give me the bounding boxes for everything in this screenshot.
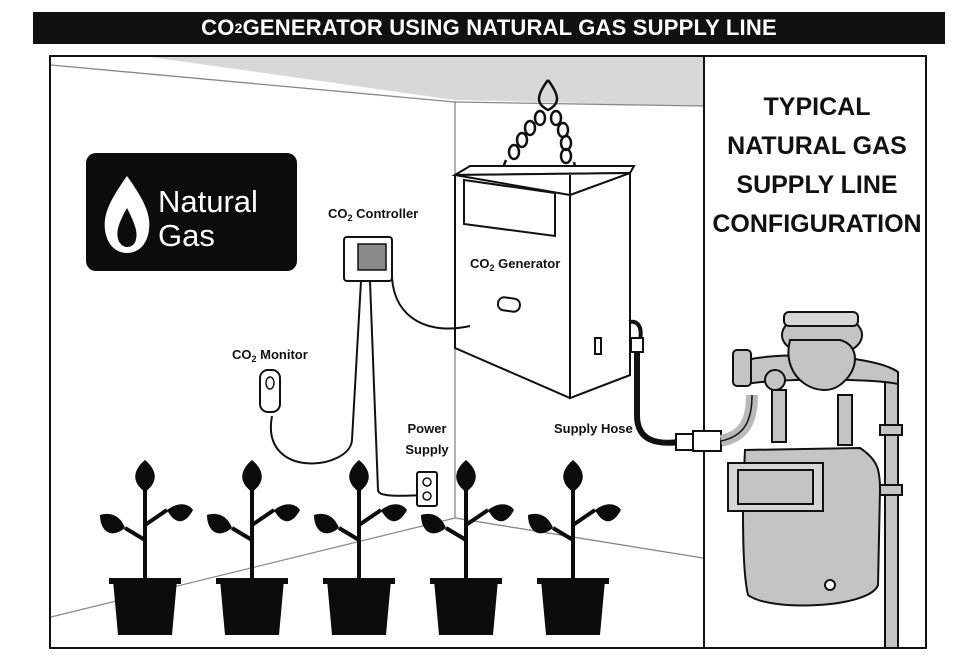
monitor-cable: [269, 280, 362, 465]
plant-4: [421, 460, 514, 635]
co2-controller: [343, 236, 393, 282]
side-title-line3: SUPPLY LINE: [736, 171, 898, 199]
controller-cable: [391, 277, 471, 330]
co2-monitor: [259, 369, 281, 413]
power-label-line1: Power: [407, 421, 446, 436]
plant-3: [314, 460, 407, 635]
power-label-line2: Supply: [405, 442, 449, 457]
controller-label: CO2 Controller: [328, 206, 418, 223]
plant-1: [100, 460, 193, 635]
side-title-line4: CONFIGURATION: [712, 210, 922, 238]
controller-power-cord: [369, 280, 426, 497]
natural-gas-text: Natural Gas: [158, 185, 258, 253]
badge-line2: Gas: [158, 218, 215, 253]
title-subscript: 2: [234, 20, 243, 36]
plant-icon: [100, 460, 193, 635]
scene-frame: [49, 55, 927, 649]
side-panel-title: TYPICAL NATURAL GAS SUPPLY LINE CONFIGUR…: [712, 88, 922, 244]
title-prefix: CO: [201, 15, 235, 40]
supply-hose-label: Supply Hose: [554, 421, 633, 436]
supply-hose: [628, 319, 758, 452]
plant-5: [528, 460, 621, 635]
title-rest: GENERATOR USING NATURAL GAS SUPPLY LINE: [242, 15, 777, 40]
badge-line1: Natural: [158, 184, 258, 219]
co2-generator: [451, 165, 636, 400]
gas-meter-icon: [727, 311, 903, 649]
floor-edge-right: [454, 517, 704, 559]
side-title-line2: NATURAL GAS: [727, 132, 907, 160]
plant-icon: [314, 460, 407, 635]
plant-2: [207, 460, 300, 635]
generator-label: CO2 Generator: [470, 256, 560, 273]
plant-icon: [528, 460, 621, 635]
outlet-icon: [416, 471, 438, 507]
ceiling: [150, 57, 703, 106]
monitor-label: CO2 Monitor: [232, 347, 308, 364]
side-title-line1: TYPICAL: [763, 93, 871, 121]
back-ceiling-edge: [454, 101, 704, 107]
wall-ceiling-edge: [50, 64, 456, 103]
plant-icon: [207, 460, 300, 635]
plant-icon: [421, 460, 514, 635]
